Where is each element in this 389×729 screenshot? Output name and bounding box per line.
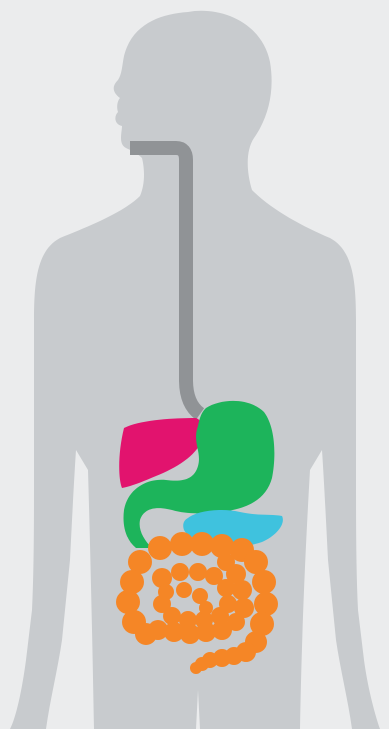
large-intestine-segment	[252, 570, 276, 594]
large-intestine-segment	[254, 592, 278, 616]
small-intestine-segment	[189, 563, 207, 581]
small-intestine-segment	[171, 563, 189, 581]
large-intestine-segment	[148, 536, 172, 560]
large-intestine-segment	[190, 662, 202, 674]
small-intestine-segment	[158, 584, 174, 600]
small-intestine-segment	[176, 582, 192, 598]
small-intestine-segment	[234, 598, 254, 618]
small-intestine-segment	[217, 553, 235, 571]
small-intestine-segment	[199, 601, 213, 615]
large-intestine-segment	[120, 570, 144, 594]
